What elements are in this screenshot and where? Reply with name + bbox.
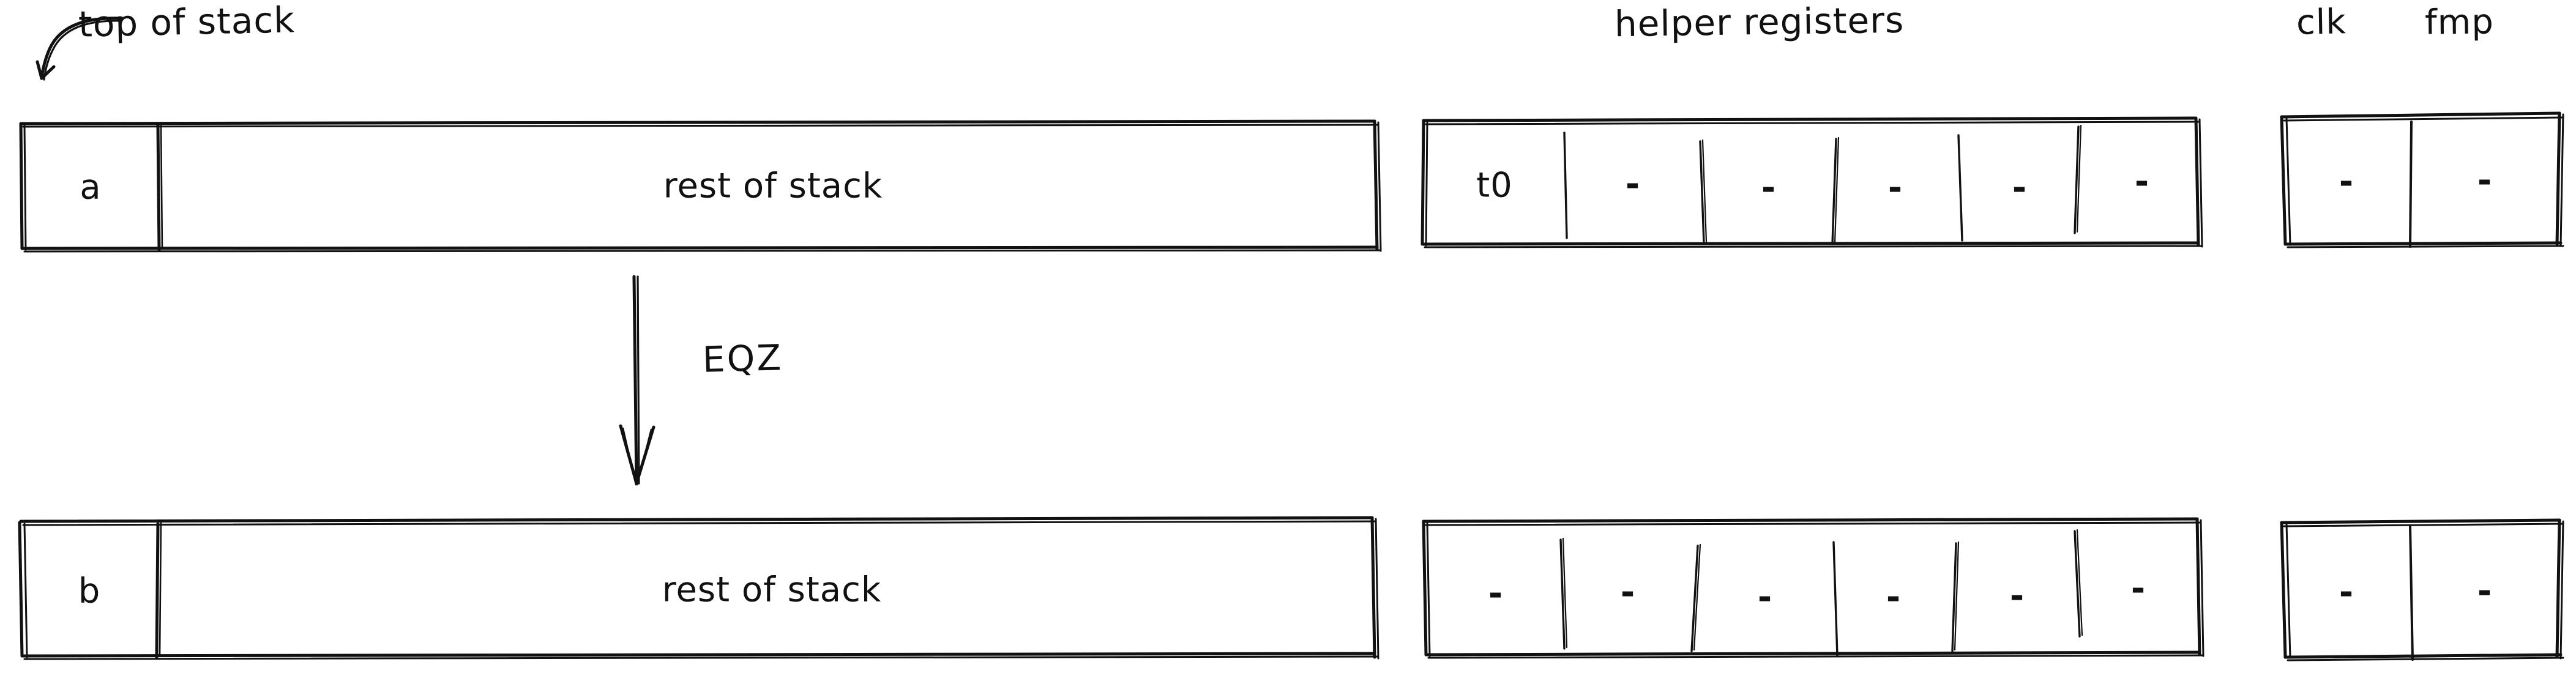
fmp-cell-after: - [2477,571,2493,611]
helper-register-cell-3-after: - [1886,577,1902,617]
helper-register-cell-4-after: - [2009,576,2025,616]
stack-box-before: a rest of stack [12,115,1383,257]
helper-registers-box-after: - - - - - - [1415,513,2206,665]
helper-register-cell-3-before: - [1887,168,1903,208]
fmp-cell-before: - [2477,160,2493,201]
clk-fmp-box-before: - - [2272,107,2568,253]
transition-operation-label: EQZ [702,337,783,381]
stack-cell-rest-before: rest of stack [663,166,883,206]
helper-registers-box-before: t0 - - - - - [1414,113,2205,253]
helper-register-cell-1-before: - [1625,164,1641,204]
clk-fmp-box-after: - - [2272,513,2568,666]
helper-register-cell-1-after: - [1620,572,1636,613]
transition-arrow [575,269,710,496]
helper-register-cell-2-before: - [1761,168,1777,208]
label-helper-registers: helper registers [1614,0,1905,45]
stack-cell-top-before: a [80,167,102,207]
helper-register-cell-5-before: - [2134,162,2150,202]
helper-register-cell-0-after: - [1488,573,1504,614]
top-of-stack-pointer-arrow [29,5,127,84]
helper-register-cell-0-before: t0 [1476,165,1513,206]
stack-cell-rest-after: rest of stack [662,570,882,610]
helper-register-cell-2-after: - [1757,577,1773,617]
helper-register-cell-4-before: - [2012,168,2028,208]
label-top-of-stack: top of stack [78,0,296,45]
stack-cell-top-after: b [78,571,101,611]
label-clk: clk [2296,2,2347,43]
label-fmp: fmp [2424,2,2495,43]
helper-register-cell-5-after: - [2130,568,2146,609]
clk-cell-after: - [2339,572,2354,613]
clk-cell-before: - [2339,162,2354,202]
stack-box-after: b rest of stack [11,513,1382,666]
